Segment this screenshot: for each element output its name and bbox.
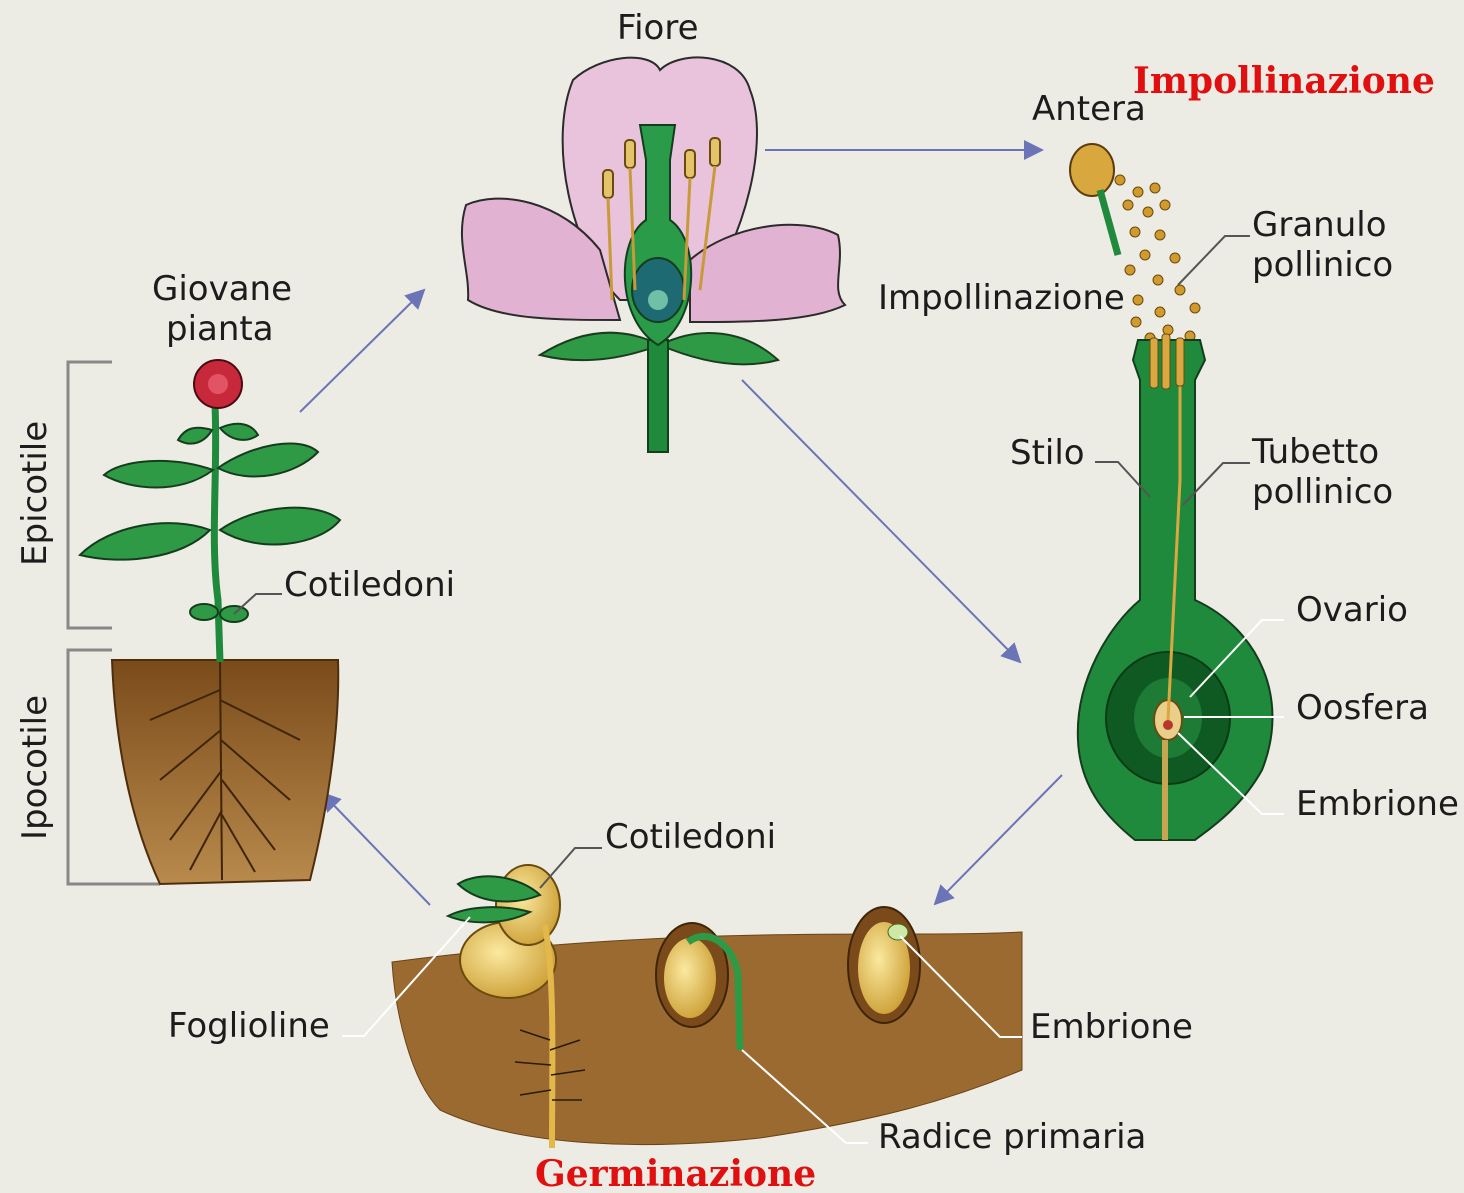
pollination-label: Impollinazione xyxy=(878,278,1125,318)
young-plant: Giovane pianta Epicotile Ipocotile xyxy=(15,269,455,884)
pollen-tube-label-1: Tubetto xyxy=(1251,432,1379,472)
germination-detail: Cotiledoni Foglioline Embrione Radice pr… xyxy=(168,817,1193,1157)
anther-label: Antera xyxy=(1032,89,1146,129)
egg-cell-label: Oosfera xyxy=(1296,688,1429,728)
hypocotyl-label: Ipocotile xyxy=(15,695,55,840)
flower-illustration: Fiore xyxy=(462,8,845,452)
leaflets-label: Foglioline xyxy=(168,1006,330,1046)
pollen-grain-leader xyxy=(1178,236,1250,285)
primary-root-label: Radice primaria xyxy=(878,1117,1146,1157)
pollination-title: Impollinazione xyxy=(1133,60,1435,102)
arrow-flower-to-ovary xyxy=(742,380,1020,662)
pollination-detail: Antera Granulo pollinico Impollinazione xyxy=(878,89,1459,840)
epicotyl-bracket xyxy=(68,362,112,628)
arrow-seedling-to-plant xyxy=(322,793,430,905)
pollen-grains xyxy=(1115,175,1200,343)
cotyledons-label: Cotiledoni xyxy=(284,565,455,605)
arrow-plant-to-flower xyxy=(300,290,424,412)
arrow-ovary-to-seed xyxy=(935,775,1062,904)
epicotyl-label: Epicotile xyxy=(15,421,55,566)
germ-cotyledons-label: Cotiledoni xyxy=(605,817,776,857)
pollen-tube-label-2: pollinico xyxy=(1252,472,1393,512)
style-label: Stilo xyxy=(1010,433,1085,473)
embryo-label: Embrione xyxy=(1296,784,1459,824)
germ-embryo-label: Embrione xyxy=(1030,1007,1193,1047)
pollen-grain-label-2: pollinico xyxy=(1252,245,1393,285)
ovary-label: Ovario xyxy=(1296,590,1408,630)
flower-label: Fiore xyxy=(617,8,698,48)
young-plant-title-2: pianta xyxy=(166,309,274,349)
germination-title: Germinazione xyxy=(535,1153,816,1193)
young-plant-title-1: Giovane xyxy=(152,269,292,309)
pollen-grain-label-1: Granulo xyxy=(1252,205,1387,245)
